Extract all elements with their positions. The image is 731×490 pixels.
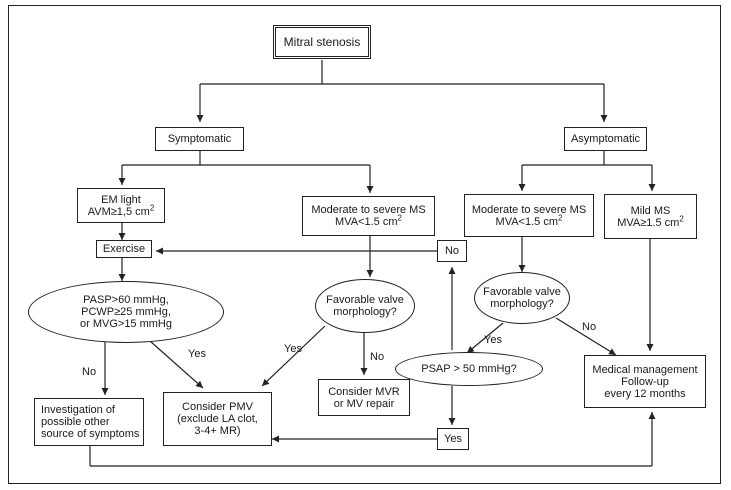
investigation-line2: possible other bbox=[41, 416, 110, 428]
arrow-pasp-yes bbox=[149, 340, 204, 389]
symptomatic-box: Symptomatic bbox=[155, 127, 244, 151]
mod-sev-right-line1: Moderate to severe MS bbox=[471, 203, 587, 216]
favorable-morphology-right-oval: Favorable valve morphology? bbox=[474, 272, 570, 324]
medical-management-box: Medical management Follow-up every 12 mo… bbox=[584, 355, 706, 408]
moderate-severe-ms-right-box: Moderate to severe MS MVA<1.5 cm2 bbox=[464, 194, 594, 237]
consider-pmv-box: Consider PMV (exclude LA clot, 3-4+ MR) bbox=[163, 392, 272, 446]
mvr-line2: or MV repair bbox=[333, 397, 395, 410]
yes-decision-label: Yes bbox=[444, 433, 462, 445]
em-light-line1: EM light bbox=[101, 193, 141, 206]
label-fav-left-no: No bbox=[370, 351, 385, 363]
arrow-fav-right-yes bbox=[466, 322, 504, 354]
mitral-stenosis-box: Mitral stenosis bbox=[273, 25, 371, 59]
medical-line1: Medical management bbox=[592, 363, 698, 376]
favorable-morphology-left-oval: Favorable valve morphology? bbox=[315, 279, 415, 333]
mvr-line1: Consider MVR bbox=[328, 385, 400, 398]
fav-left-line2: morphology? bbox=[333, 306, 397, 318]
em-light-box: EM light AVM≥1,5 cm2 bbox=[77, 188, 165, 223]
asymptomatic-label: Asymptomatic bbox=[570, 133, 641, 145]
pmv-line1: Consider PMV bbox=[182, 401, 253, 413]
diagram-frame bbox=[8, 5, 721, 484]
fav-left-line1: Favorable valve bbox=[326, 294, 404, 306]
pasp-line2: PCWP≥25 mmHg, bbox=[81, 306, 171, 318]
investigation-line1: Investigation of bbox=[41, 404, 115, 416]
pasp-criteria-oval: PASP>60 mmHg, PCWP≥25 mmHg, or MVG>15 mm… bbox=[28, 281, 224, 343]
moderate-severe-ms-left-box: Moderate to severe MS MVA<1.5 cm2 bbox=[302, 196, 435, 236]
pmv-line2: (exclude LA clot, bbox=[177, 413, 258, 425]
no-decision-label: No bbox=[444, 245, 460, 257]
mod-sev-right-line2: MVA<1.5 cm2 bbox=[495, 212, 563, 228]
fav-right-line1: Favorable valve bbox=[483, 286, 561, 298]
label-fav-right-no: No bbox=[582, 321, 597, 333]
label-pasp-yes: Yes bbox=[188, 348, 206, 360]
no-decision-box: No bbox=[437, 240, 467, 262]
label-fav-right-yes: Yes bbox=[484, 334, 502, 346]
medical-line2: Follow-up bbox=[621, 375, 669, 388]
mild-ms-line2: MVA≥1.5 cm2 bbox=[617, 213, 684, 229]
mod-sev-left-line1: Moderate to severe MS bbox=[311, 204, 426, 216]
investigation-box: Investigation of possible other source o… bbox=[34, 398, 144, 446]
mod-sev-left-line2: MVA<1.5 cm2 bbox=[335, 213, 402, 228]
yes-decision-box: Yes bbox=[437, 428, 469, 450]
exercise-label: Exercise bbox=[102, 243, 146, 255]
arrow-fav-right-no bbox=[555, 317, 617, 356]
symptomatic-label: Symptomatic bbox=[167, 133, 232, 145]
pasp-line3: or MVG>15 mmHg bbox=[80, 318, 172, 330]
exercise-box: Exercise bbox=[96, 240, 152, 258]
psap-oval: PSAP > 50 mmHg? bbox=[395, 352, 543, 386]
em-light-line2: AVM≥1,5 cm2 bbox=[87, 202, 155, 218]
fav-right-line2: morphology? bbox=[490, 298, 554, 310]
mild-ms-line1: Mild MS bbox=[630, 204, 671, 217]
medical-line3: every 12 months bbox=[604, 387, 686, 400]
psap-label: PSAP > 50 mmHg? bbox=[421, 363, 517, 375]
pmv-line3: 3-4+ MR) bbox=[194, 425, 241, 437]
mild-ms-box: Mild MS MVA≥1.5 cm2 bbox=[604, 194, 697, 239]
label-fav-left-yes: Yes bbox=[284, 343, 302, 355]
mitral-stenosis-label: Mitral stenosis bbox=[283, 35, 361, 49]
arrow-fav-left-yes bbox=[261, 325, 326, 387]
investigation-line3: source of symptoms bbox=[41, 428, 140, 440]
pasp-line1: PASP>60 mmHg, bbox=[83, 294, 169, 306]
asymptomatic-box: Asymptomatic bbox=[564, 127, 647, 151]
consider-mvr-box: Consider MVR or MV repair bbox=[318, 379, 410, 416]
label-pasp-no: No bbox=[82, 366, 97, 378]
